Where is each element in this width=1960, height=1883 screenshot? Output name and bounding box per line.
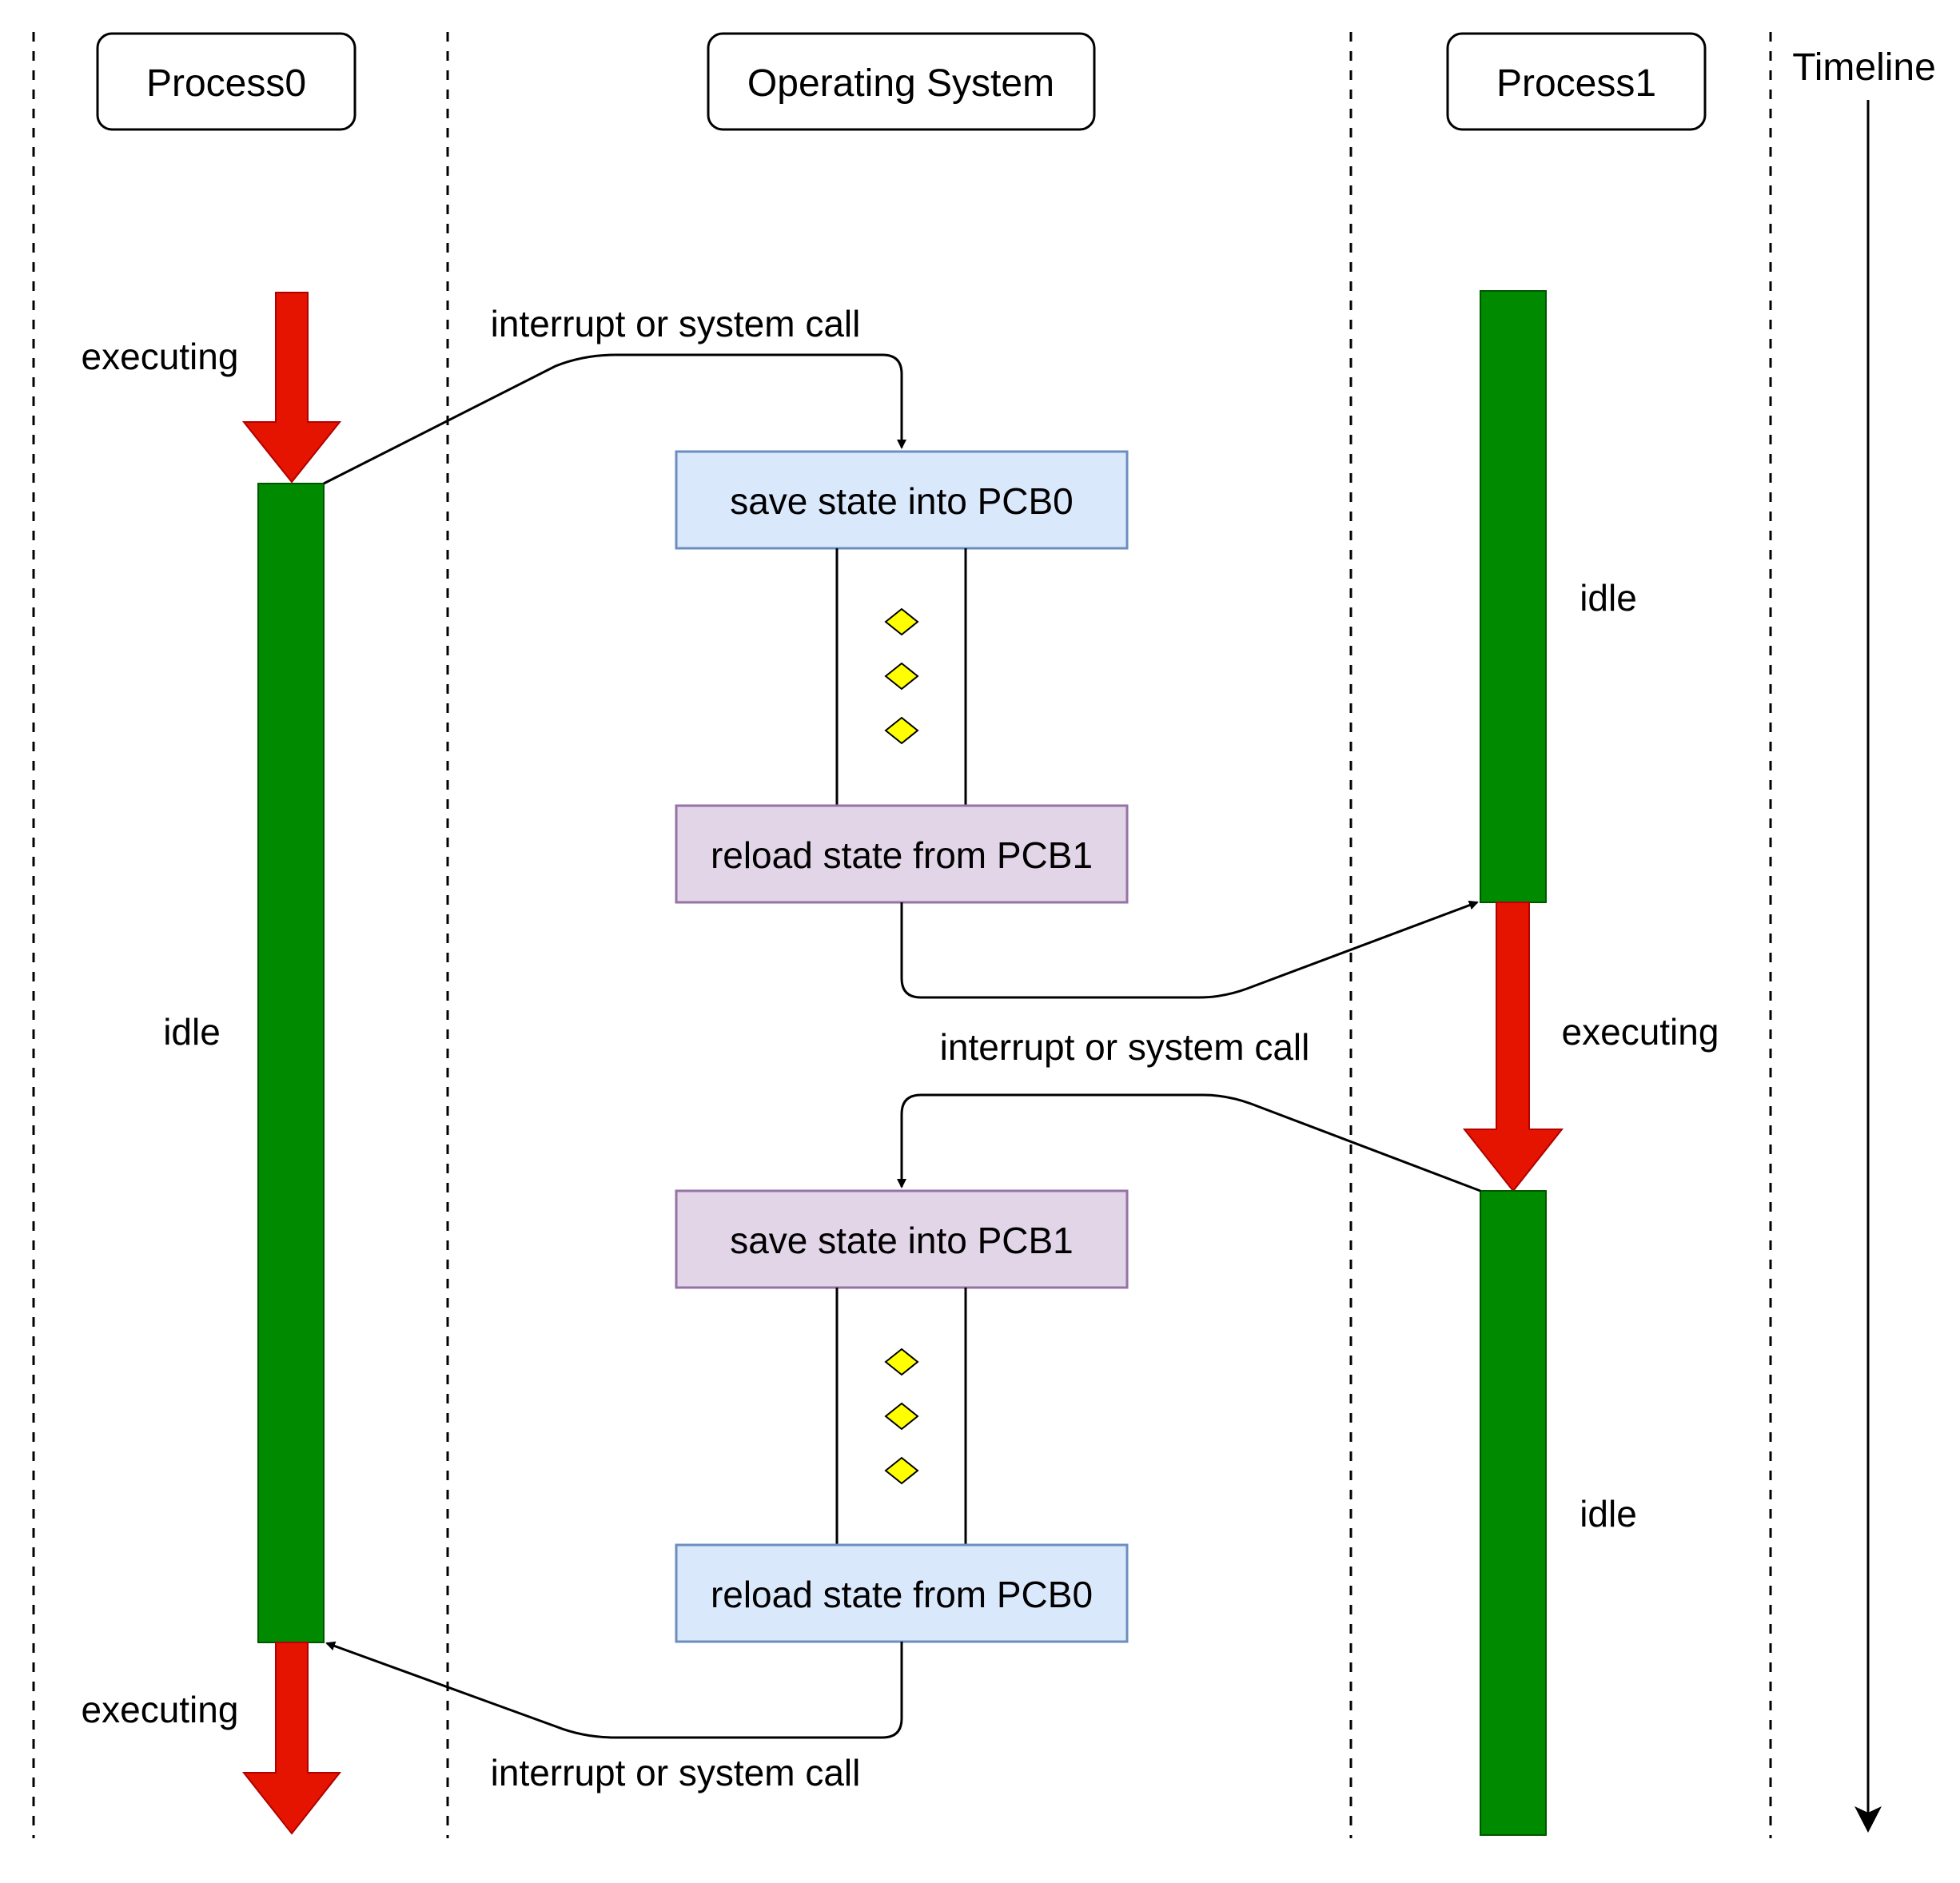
p1-executing-label: executing [1562, 1011, 1719, 1053]
call-label-middle: interrupt or system call [940, 1026, 1310, 1068]
connector-p0-to-os [323, 353, 906, 485]
connector-p1-to-os [897, 1093, 1481, 1192]
ellipsis-diamond [884, 1402, 919, 1431]
os-step-save-pcb0-label: save state into PCB0 [730, 480, 1074, 522]
header-process0-label: Process0 [146, 62, 306, 105]
call-label-top: interrupt or system call [491, 303, 861, 344]
p0-idle-label: idle [163, 1011, 221, 1053]
p1-executing-arrow [1462, 902, 1564, 1192]
header-process1-label: Process1 [1496, 62, 1656, 105]
os-ellipsis-2 [884, 1348, 919, 1485]
os-step-reload-pcb0-label: reload state from PCB0 [711, 1574, 1093, 1615]
p0-executing-arrow-top [241, 292, 342, 484]
p0-executing-arrow-bottom [241, 1642, 342, 1835]
connector-os-to-p1 [900, 900, 1479, 999]
ellipsis-diamond [884, 1348, 919, 1376]
os-step-reload-pcb1-label: reload state from PCB1 [711, 834, 1093, 876]
header-process1: Process1 [1446, 32, 1707, 131]
os-ellipsis-1 [884, 607, 919, 745]
connector-os-to-p0 [325, 1641, 903, 1739]
os-step-save-pcb0: save state into PCB0 [675, 450, 1129, 550]
header-process0: Process0 [96, 32, 357, 131]
ellipsis-diamond [884, 716, 919, 745]
ellipsis-diamond [884, 607, 919, 636]
header-operating-system: Operating System [707, 32, 1096, 131]
os-step-reload-pcb1: reload state from PCB1 [675, 804, 1129, 904]
lane-separators [32, 32, 1772, 1838]
os-step-save-pcb1: save state into PCB1 [675, 1189, 1129, 1289]
os-step-save-pcb1-label: save state into PCB1 [730, 1220, 1074, 1261]
call-label-bottom: interrupt or system call [491, 1752, 861, 1793]
header-os-label: Operating System [747, 62, 1054, 105]
os-step-reload-pcb0: reload state from PCB0 [675, 1543, 1129, 1643]
p0-executing-label-bottom: executing [82, 1689, 239, 1730]
ellipsis-diamond [884, 1456, 919, 1485]
p1-idle-bar-bottom [1480, 1190, 1547, 1836]
ellipsis-diamond [884, 662, 919, 691]
p1-idle-label-bottom: idle [1580, 1493, 1637, 1535]
p0-executing-label-top: executing [82, 336, 239, 377]
p1-idle-bar-top [1480, 290, 1547, 903]
p1-idle-label-top: idle [1580, 577, 1637, 619]
p0-idle-bar [257, 483, 325, 1643]
timeline-arrow [1854, 100, 1882, 1833]
header-timeline-label: Timeline [1792, 46, 1936, 89]
